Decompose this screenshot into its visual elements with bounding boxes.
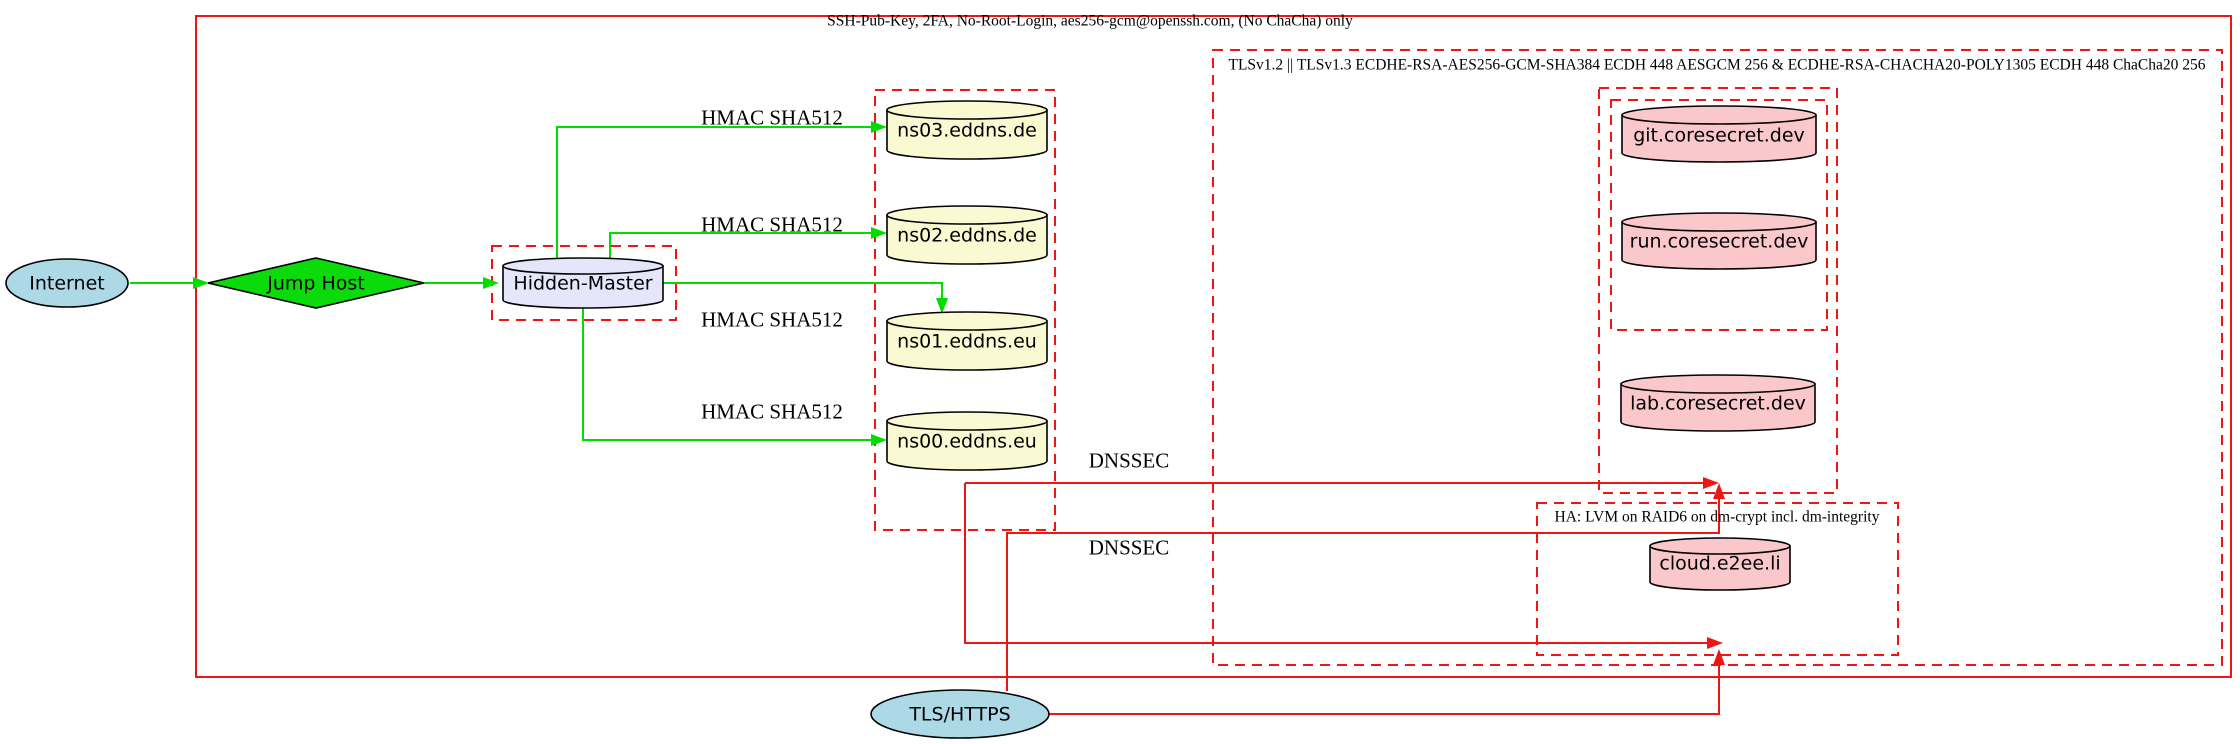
ns02-cylinder-body [886,214,1048,265]
edge-label-hmac-ns03: HMAC SHA512 [701,105,843,130]
arrowhead-tls-ha [1713,649,1725,665]
node-git-label: git.coresecret.dev [1633,124,1805,147]
edge-label-hmac-ns00: HMAC SHA512 [701,399,843,424]
edge-label-hmac-ns01: HMAC SHA512 [701,307,843,332]
node-run [1621,212,1817,270]
git-cylinder-body [1621,114,1817,163]
arrowhead-tls-coresecret [1713,483,1725,499]
edge-tls-coresecret [1006,499,1720,691]
edge-label-dnssec-1: DNSSEC [1088,448,1170,473]
run-cylinder-top [1621,212,1817,232]
cluster-ha-label: HA: LVM on RAID6 on dm-crypt incl. dm-in… [1554,508,1880,526]
cluster-ssh-box [195,15,2232,678]
hidden-master-cylinder-top [502,257,664,275]
ns03-cylinder-top [886,100,1048,120]
edge-hiddenmaster-ns03 [556,126,871,260]
hidden-master-cylinder-body [502,265,664,309]
cloud-cylinder-top [1649,537,1791,555]
node-cloud [1649,537,1791,591]
node-jump-host-label: Jump Host [267,272,365,295]
ns03-cylinder-body [886,109,1048,160]
cluster-git-run-box [1610,99,1828,331]
arrowhead-jumphost-hiddenmaster [483,277,499,289]
ns00-cylinder-top [886,411,1048,431]
node-lab [1620,374,1816,432]
edge-hiddenmaster-ns00 [582,308,871,441]
node-hidden-master [502,257,664,309]
node-ns02 [886,205,1048,265]
arrowhead-ns03 [871,121,887,133]
node-jump-host [207,257,425,309]
node-tls-https-label: TLS/HTTPS [909,703,1011,726]
node-ns03-label: ns03.eddns.de [897,119,1037,142]
edge-tls-ha [1049,665,1720,715]
edge-hiddenmaster-ns01 [663,282,943,298]
ns00-cylinder-body [886,420,1048,471]
edge-hiddenmaster-ns02 [609,232,871,260]
node-ns01 [886,311,1048,371]
node-internet-label: Internet [29,272,105,295]
cluster-ssh-label: SSH-Pub-Key, 2FA, No-Root-Login, aes256-… [827,12,1353,30]
node-run-label: run.coresecret.dev [1629,230,1809,253]
ns02-cylinder-top [886,205,1048,225]
node-lab-label: lab.coresecret.dev [1630,392,1806,415]
node-git [1621,105,1817,163]
node-hidden-master-label: Hidden-Master [513,272,653,295]
node-ns00-label: ns00.eddns.eu [897,430,1037,453]
cloud-cylinder-body [1649,545,1791,591]
node-internet [5,258,129,308]
edge-label-hmac-ns02: HMAC SHA512 [701,212,843,237]
run-cylinder-body [1621,221,1817,270]
arrowhead-ns02 [871,227,887,239]
edge-ns-ha-dnssec [964,483,1707,644]
node-cloud-label: cloud.e2ee.li [1659,552,1781,575]
node-ns03 [886,100,1048,160]
node-ns00 [886,411,1048,471]
arrowhead-ns-ha [1707,637,1723,649]
arrowhead-internet-jumphost [193,277,209,289]
git-cylinder-top [1621,105,1817,125]
arrowhead-ns-coresecret [1703,477,1719,489]
lab-cylinder-top [1620,374,1816,394]
arrowhead-ns01 [936,298,948,314]
ns01-cylinder-top [886,311,1048,331]
lab-cylinder-body [1620,383,1816,432]
node-ns02-label: ns02.eddns.de [897,224,1037,247]
cluster-nameservers-box [874,89,1056,531]
arrowhead-ns00 [871,434,887,446]
ns01-cylinder-body [886,320,1048,371]
node-ns01-label: ns01.eddns.eu [897,330,1037,353]
node-tls-https [870,689,1050,739]
edge-label-dnssec-2: DNSSEC [1088,535,1170,560]
cluster-tls-label: TLSv1.2 || TLSv1.3 ECDHE-RSA-AES256-GCM-… [1228,56,2206,74]
cluster-coresecret-box [1598,87,1838,494]
